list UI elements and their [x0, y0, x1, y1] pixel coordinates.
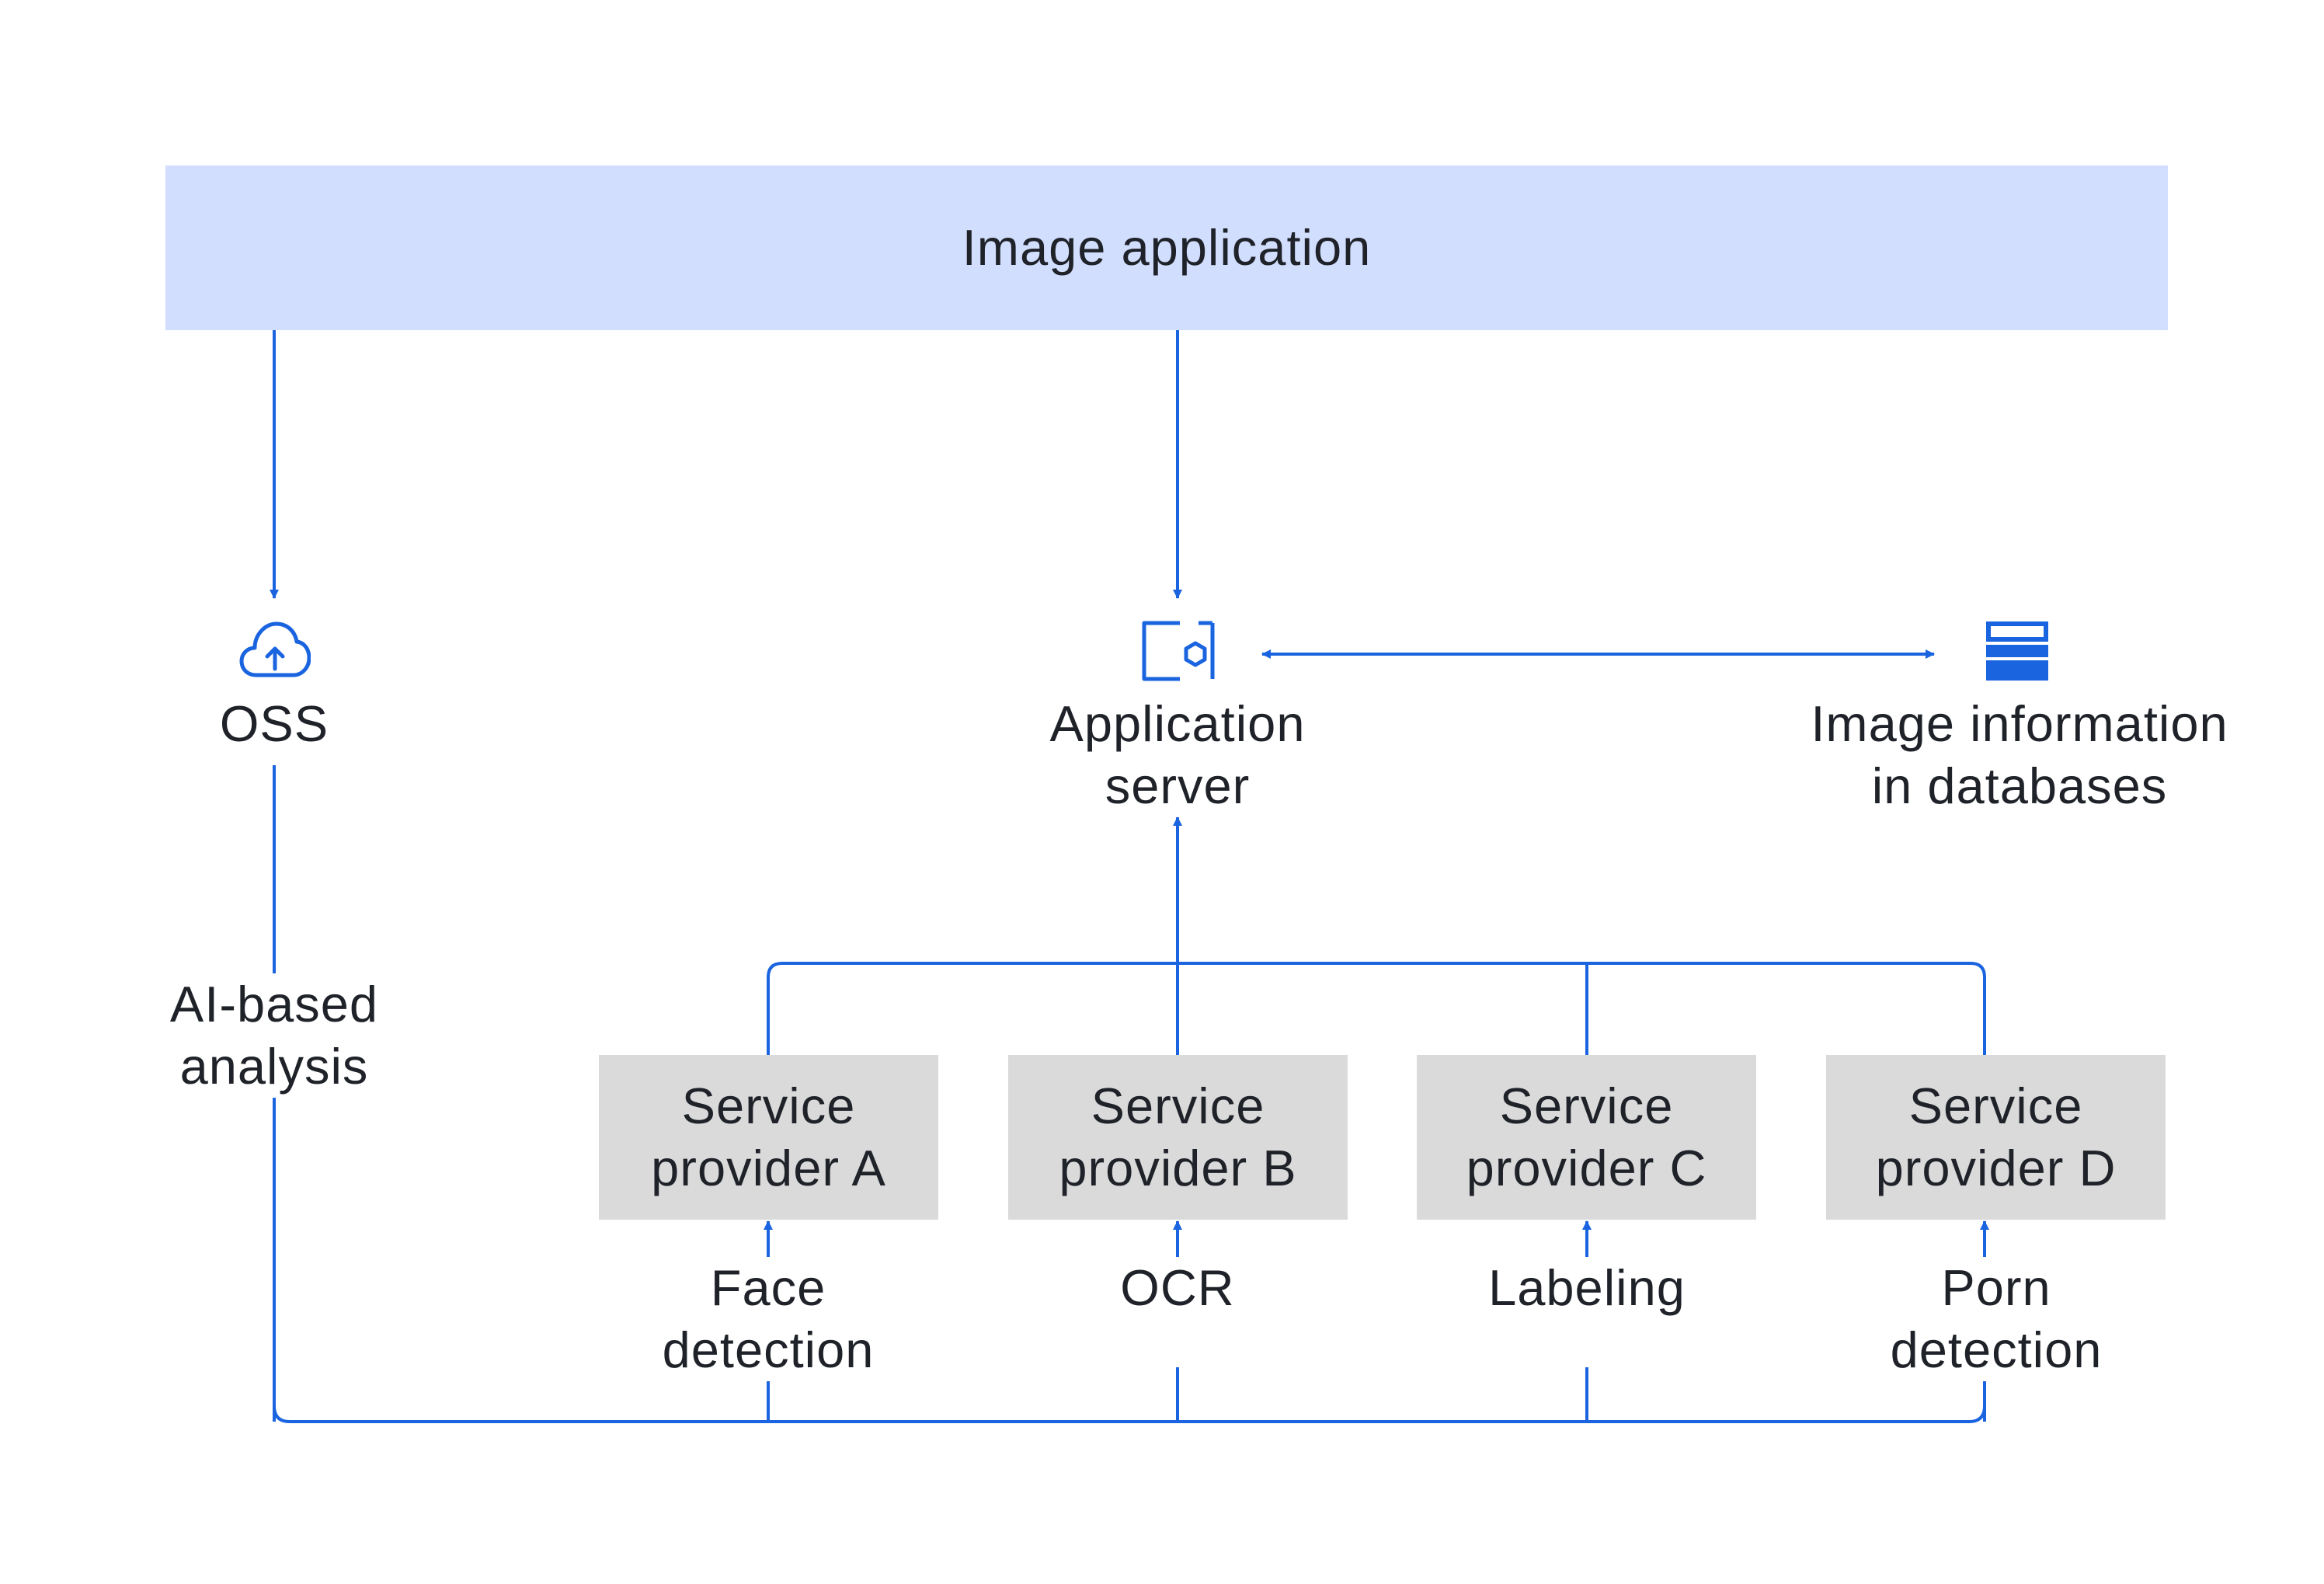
- server-hexagon-icon: [1142, 621, 1215, 681]
- service-label-porn-detection: Porn detection: [1856, 1257, 2136, 1381]
- ai-analysis-label: AI-based analysis: [134, 973, 414, 1098]
- service-provider-b-box: Service provider B: [1008, 1055, 1348, 1220]
- oss-label: OSS: [197, 693, 352, 755]
- service-label-ocr: OCR: [1100, 1257, 1255, 1319]
- service-label-labeling: Labeling: [1470, 1257, 1703, 1319]
- service-label-face-detection: Face detection: [628, 1257, 908, 1381]
- database-icon: [1986, 621, 2048, 681]
- image-application-label: Image application: [962, 219, 1372, 276]
- service-provider-c-box: Service provider C: [1417, 1055, 1756, 1220]
- top-bus: [767, 962, 1986, 1055]
- bottom-bus: [273, 1405, 1986, 1423]
- image-application-box: Image application: [165, 165, 2168, 330]
- database-label: Image information in databases: [1771, 693, 2268, 817]
- application-server-label: Application server: [991, 693, 1364, 817]
- service-provider-d-box: Service provider D: [1826, 1055, 2166, 1220]
- cloud-upload-icon: [239, 621, 311, 677]
- service-provider-a-box: Service provider A: [599, 1055, 938, 1220]
